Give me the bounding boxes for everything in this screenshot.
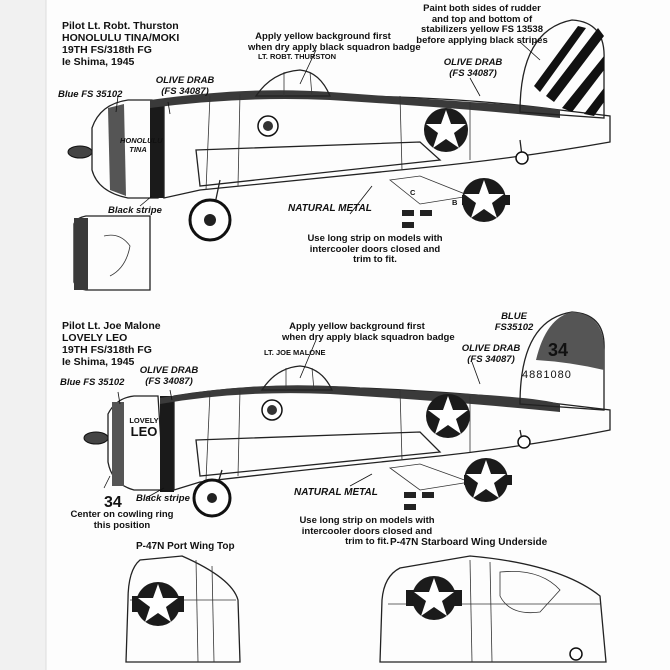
wing-1 xyxy=(195,141,442,187)
profile-2-natural-metal-label: NATURAL METAL xyxy=(294,487,378,498)
profile-1-letter-c: C xyxy=(410,188,416,197)
profile-1-natural-metal-label: NATURAL METAL xyxy=(288,203,372,214)
profile-1-pilot: Pilot Lt. Robt. Thurston xyxy=(62,20,179,32)
starboard-wing-underside-title: P-47N Starboard Wing Underside xyxy=(390,537,548,548)
blue-cowl-ring-2 xyxy=(112,402,124,486)
olive-drab-top-1 xyxy=(150,90,560,118)
fin-2 xyxy=(519,311,605,411)
port-wing-top xyxy=(125,555,241,663)
profile-1-canopy-name: LT. ROBT. THURSTON xyxy=(258,52,337,61)
profile-2-black-stripe-label: Black stripe xyxy=(136,493,190,504)
olive-drab-top-2 xyxy=(160,385,560,412)
profile-1-olive-drab-cowl-label: OLIVE DRAB(FS 34087) xyxy=(155,75,215,97)
profile-2-blue-label: Blue FS 35102 xyxy=(60,377,125,388)
spinner-2 xyxy=(83,431,109,445)
profile-2-serial: 4881080 xyxy=(522,369,572,381)
profile-1-letter-b: B xyxy=(452,198,458,207)
profile-2-cowl-ring-number: 34 xyxy=(104,494,122,511)
black-stripe-1 xyxy=(150,100,164,198)
profile-2-location-date: Ie Shima, 1945 xyxy=(62,356,135,368)
strip-sample-1 xyxy=(402,210,414,216)
port-wing-top-title: P-47N Port Wing Top xyxy=(136,541,235,552)
page-fold-shadow xyxy=(0,0,46,670)
p47-profile-1 xyxy=(67,19,611,291)
spinner-1 xyxy=(67,145,93,159)
black-stripe-2 xyxy=(160,396,174,492)
blue-cowl-ring-1 xyxy=(108,104,126,196)
profile-1-aircraft-name: HONOLULU TINA/MOKI xyxy=(62,32,180,44)
profile-2-unit: 19TH FS/318th FG xyxy=(62,344,152,356)
profile-1-black-stripe-label: Black stripe xyxy=(108,205,162,216)
wing-2 xyxy=(195,431,442,477)
canopy-2 xyxy=(260,365,334,391)
blue-fin-tip-2 xyxy=(536,312,604,370)
starboard-wing-underside xyxy=(379,555,607,663)
profile-2-aircraft-name: LOVELY LEO xyxy=(62,332,128,344)
profile-2-pilot: Pilot Lt. Joe Malone xyxy=(62,320,161,332)
fin-1 xyxy=(519,19,605,119)
p47-profile-2 xyxy=(83,311,611,518)
profile-2-canopy-name: LT. JOE MALONE xyxy=(264,348,326,357)
canopy-1 xyxy=(254,69,331,97)
profile-1-olive-drab-tail-label: OLIVE DRAB(FS 34087) xyxy=(443,57,503,79)
profile-1-blue-label: Blue FS 35102 xyxy=(58,89,123,100)
profile-1-unit: 19TH FS/318th FG xyxy=(62,44,152,56)
profile-1-location-date: Ie Shima, 1945 xyxy=(62,56,135,68)
tail-wheel-1 xyxy=(515,151,529,165)
profile-2-olive-drab-cowl-label: OLIVE DRAB(FS 34087) xyxy=(139,365,199,387)
profile-2-olive-drab-tail-label: OLIVE DRAB(FS 34087) xyxy=(461,343,521,365)
strip-sample-2 xyxy=(404,492,416,498)
tail-wheel-2 xyxy=(517,435,531,449)
profile-2-tail-number: 34 xyxy=(548,340,569,360)
